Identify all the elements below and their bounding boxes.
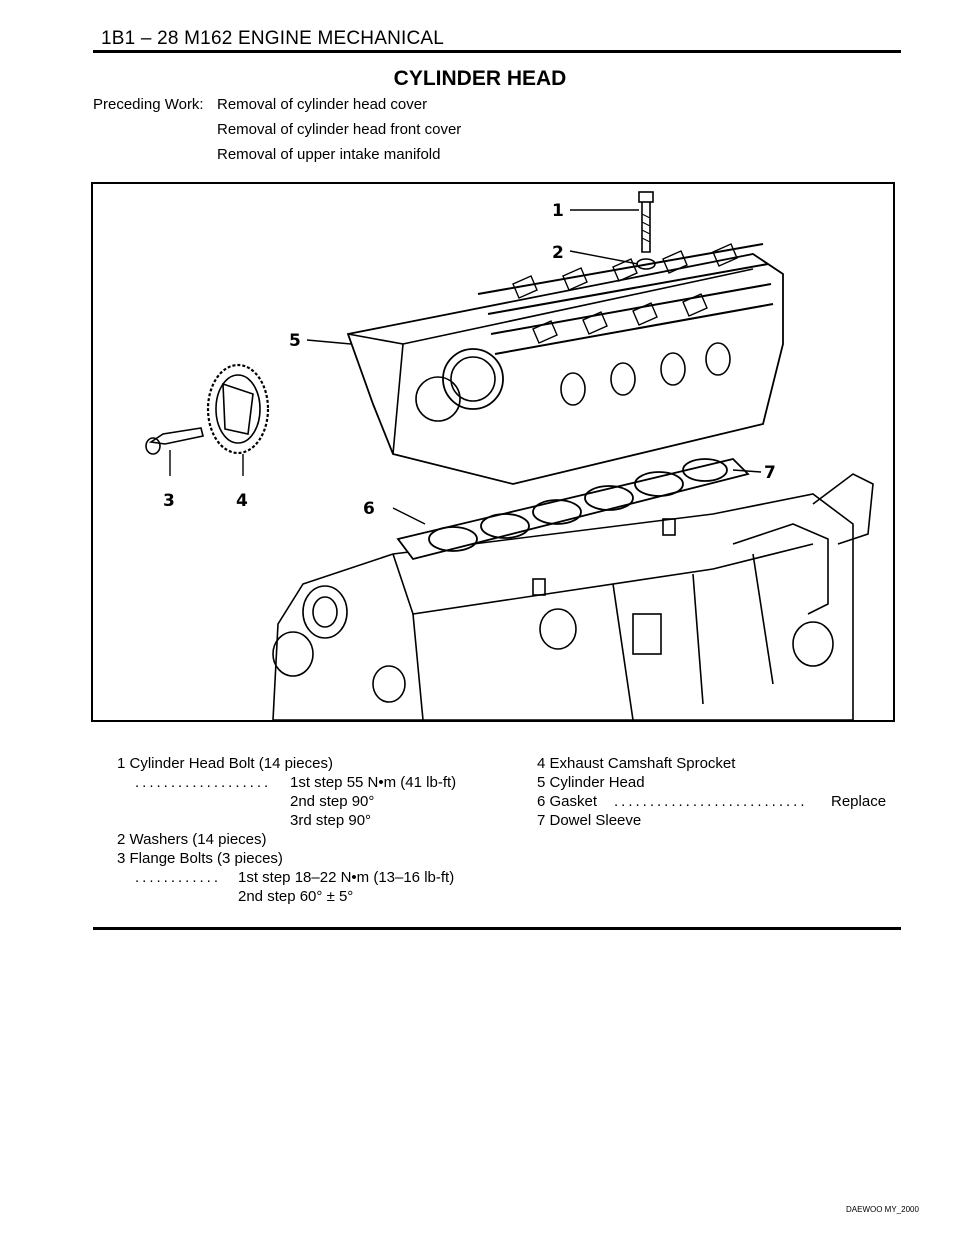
legend-item-1-step2: 2nd step 90° bbox=[290, 793, 375, 810]
legend-item-1: 1 Cylinder Head Bolt (14 pieces) bbox=[117, 755, 333, 772]
legend-item-1-step3: 3rd step 90° bbox=[290, 812, 372, 829]
callout-1: 1 bbox=[552, 201, 564, 221]
legend-item-6: 6 Gasket bbox=[537, 793, 598, 810]
preceding-work-label: Preceding Work: bbox=[93, 96, 204, 113]
page-header-title: 1B1 – 28 M162 ENGINE MECHANICAL bbox=[101, 28, 445, 49]
callout-3: 3 bbox=[163, 491, 175, 511]
footer-code: DAEWOO MY_2000 bbox=[846, 1205, 919, 1214]
preceding-item-2: Removal of cylinder head front cover bbox=[217, 121, 462, 138]
legend-item-4: 4 Exhaust Camshaft Sprocket bbox=[537, 755, 736, 772]
legend-item-3-step1: 1st step 18–22 N•m (13–16 lb-ft) bbox=[238, 869, 455, 886]
callout-6: 6 bbox=[363, 499, 375, 519]
preceding-item-1: Removal of cylinder head cover bbox=[217, 96, 428, 113]
legend-item-5: 5 Cylinder Head bbox=[537, 774, 645, 791]
callout-5: 5 bbox=[289, 331, 301, 351]
leader-dots: ........................... bbox=[614, 793, 808, 810]
legend-item-7: 7 Dowel Sleeve bbox=[537, 812, 642, 829]
legend-item-1-step1: 1st step 55 N•m (41 lb-ft) bbox=[290, 774, 457, 791]
leader-dots: ................... bbox=[135, 774, 272, 791]
bottom-rule bbox=[93, 927, 901, 930]
legend-item-3: 3 Flange Bolts (3 pieces) bbox=[117, 850, 283, 867]
legend-item-6-note: Replace bbox=[831, 793, 887, 810]
callout-2: 2 bbox=[552, 243, 564, 263]
legend-item-3-step2: 2nd step 60° ± 5° bbox=[238, 888, 354, 905]
section-title: CYLINDER HEAD bbox=[393, 67, 567, 90]
preceding-item-3: Removal of upper intake manifold bbox=[217, 146, 441, 163]
exploded-view-figure: 1 2 5 3 4 6 7 bbox=[91, 182, 895, 722]
header-rule bbox=[93, 50, 901, 53]
legend-item-2: 2 Washers (14 pieces) bbox=[117, 831, 267, 848]
callout-7: 7 bbox=[764, 463, 776, 483]
callout-4: 4 bbox=[236, 491, 248, 511]
exploded-view-drawing: 1 2 5 3 4 6 7 bbox=[145, 191, 874, 720]
leader-dots: ............ bbox=[135, 869, 222, 886]
